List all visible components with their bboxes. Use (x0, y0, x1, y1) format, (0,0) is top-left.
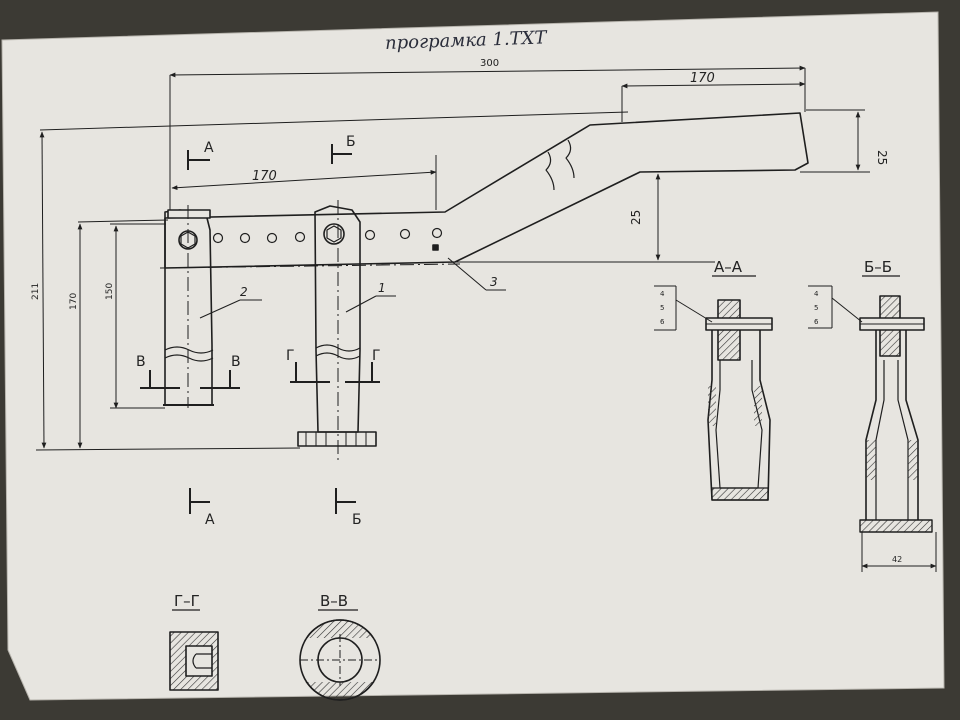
break-line (164, 354, 214, 362)
section-bb (808, 275, 937, 572)
cut-letter-g-right: Г (372, 348, 381, 364)
break-line (565, 139, 575, 179)
part-number-1: 1 (378, 281, 386, 295)
callout-bb-2: 5 (814, 304, 818, 312)
section-gg (169, 609, 219, 691)
cut-letter-b-bottom: Б (352, 512, 362, 528)
dim-end-thickness: 25 (875, 150, 889, 165)
center-lines (159, 200, 461, 460)
callout-bb-1: 4 (814, 290, 819, 298)
callout-aa-3: 6 (660, 318, 665, 326)
callout-aa-1: 4 (660, 290, 665, 298)
cut-letter-a-top: А (204, 140, 214, 156)
left-bracket-cap (167, 209, 211, 219)
cut-letter-g-left: Г (286, 348, 295, 364)
callout-aa-2: 5 (660, 304, 664, 312)
dim-height-mid: 170 (69, 293, 79, 310)
dim-offset-height: 25 (629, 210, 643, 225)
dimension-lines (35, 65, 870, 451)
callout-bb-3: 6 (814, 318, 819, 326)
hole-row (212, 227, 443, 244)
dim-height-total: 211 (31, 283, 41, 300)
dim-bottom-width: 42 (892, 555, 902, 564)
lever-body-outline (164, 112, 809, 269)
dimension-labels: 300 170 170 25 25 211 170 150 42 2 1 3 А… (31, 58, 902, 610)
section-title-vv: В–В (320, 592, 348, 610)
cut-letter-b-top: Б (346, 134, 356, 150)
section-title-bb: Б–Б (864, 258, 892, 276)
section-aa (654, 275, 773, 501)
cut-letter-a-bottom: А (205, 512, 215, 528)
middle-bracket-bolt (323, 223, 345, 245)
break-line (164, 346, 214, 354)
section-vv (298, 609, 382, 701)
part-leaders (199, 257, 506, 319)
middle-bracket-nut (326, 225, 342, 243)
dim-right-length: 170 (690, 71, 715, 86)
section-title-gg: Г–Г (174, 592, 200, 610)
cut-letter-v-right: В (231, 354, 241, 370)
break-line (545, 151, 555, 191)
foot-hatch (305, 432, 367, 446)
dim-height-inner: 150 (105, 283, 115, 300)
section-title-aa: А–А (714, 258, 743, 276)
marker-square (432, 244, 439, 251)
part-number-2: 2 (240, 285, 248, 299)
cut-letter-v-left: В (136, 354, 146, 370)
middle-bracket-outline (314, 205, 361, 433)
cut-marks (140, 144, 380, 514)
dim-left-length: 170 (252, 169, 277, 184)
middle-bracket-foot (297, 431, 377, 447)
part-number-3: 3 (490, 275, 498, 289)
dim-overall-length: 300 (480, 58, 499, 69)
